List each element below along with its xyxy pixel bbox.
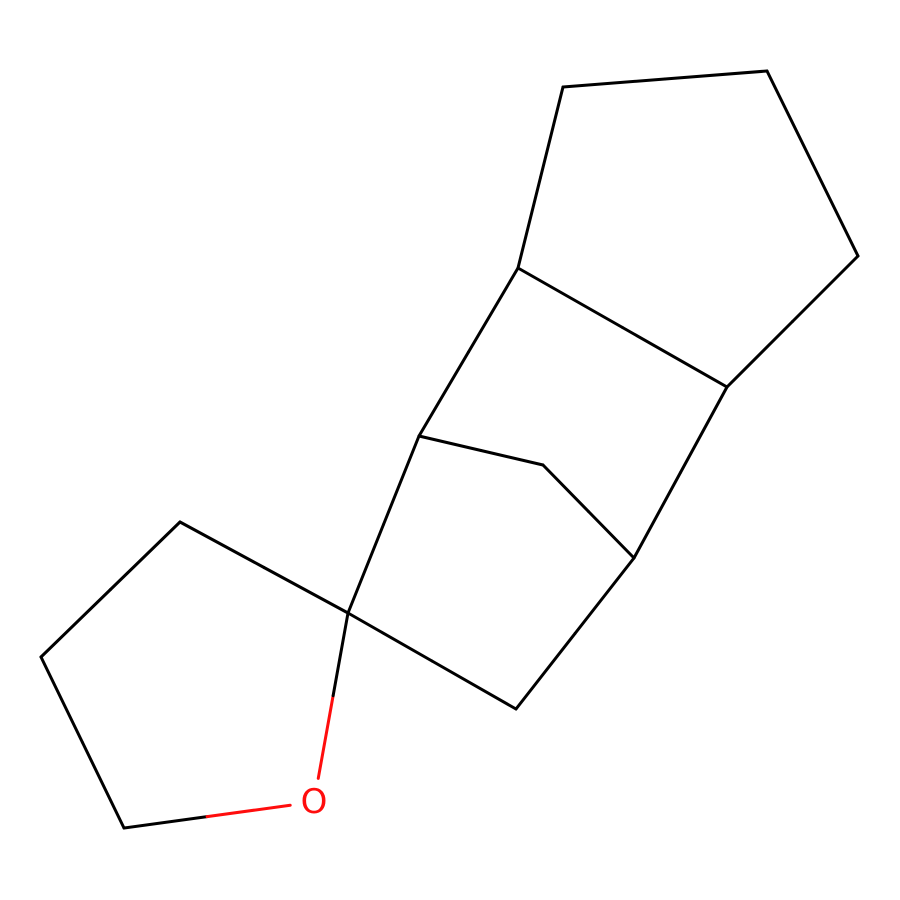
bond-c9-c12-half-2	[178, 520, 266, 569]
bond-o1-c9-half-2	[331, 611, 350, 698]
bond-c6-c9-half-1	[382, 434, 421, 526]
bond-c13-c14-half-1	[39, 655, 84, 744]
bond-c6-c9-half-2	[346, 523, 385, 615]
bond-c7-c8-half-1	[541, 463, 590, 513]
bond-c1-c6-half-2	[417, 350, 470, 438]
bond-c8-c10-half-1	[573, 556, 636, 635]
bond-c14-o1-half-1	[122, 815, 209, 830]
bond-layer	[39, 69, 860, 830]
bond-c6-c7-half-1	[417, 434, 483, 452]
bond-c4-c5-half-1	[791, 254, 860, 323]
bond-o1-c9-half-1	[316, 694, 335, 780]
bond-c6-c7-half-2	[479, 449, 545, 467]
bond-c5-c1-half-1	[621, 326, 729, 389]
bond-c2-c3-half-1	[561, 77, 667, 89]
bond-c13-c14-half-2	[81, 741, 126, 830]
bond-c1-c6-half-1	[467, 266, 520, 354]
bond-c9-c12-half-1	[262, 566, 350, 615]
bond-c8-c10-half-2	[514, 632, 577, 711]
bond-c5-c8-half-1	[679, 385, 729, 474]
atom-label-o1: O	[301, 782, 328, 822]
bond-c14-o1-half-2	[205, 803, 292, 819]
bond-c4-c5-half-2	[725, 320, 794, 389]
label-layer: O	[301, 782, 328, 822]
bond-c12-c13-half-2	[39, 588, 112, 659]
bond-c2-c3-half-2	[663, 69, 769, 81]
bond-c1-c2-half-1	[516, 176, 542, 270]
bond-c5-c1-half-2	[516, 266, 624, 329]
bond-c3-c4-half-2	[811, 162, 860, 258]
bond-c10-c9-half-2	[346, 611, 434, 663]
bond-c5-c8-half-2	[632, 471, 682, 560]
bond-c1-c2-half-2	[539, 85, 565, 179]
bond-c10-c9-half-1	[430, 659, 518, 711]
bond-c7-c8-half-2	[587, 510, 636, 560]
bond-c12-c13-half-1	[109, 520, 182, 591]
bond-c3-c4-half-1	[765, 69, 814, 165]
